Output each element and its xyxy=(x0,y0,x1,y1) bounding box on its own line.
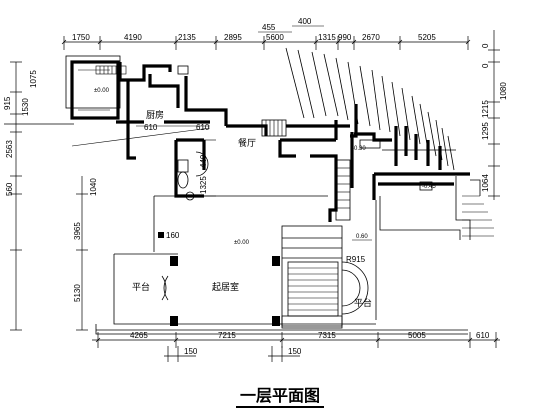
lbl-610-b: 610 xyxy=(196,123,210,132)
dim-top-3: 2895 xyxy=(224,33,242,42)
lbl-radius: R915 xyxy=(346,255,366,264)
room-terrace-left: 平台 xyxy=(132,281,150,293)
room-kitchen: 厨房 xyxy=(146,109,164,121)
elev-kitchen: ±0.00 xyxy=(94,88,110,94)
dim-left-6: 5130 xyxy=(73,284,82,302)
dim-bottom-1: 7215 xyxy=(218,331,236,340)
dim-top-7: 2670 xyxy=(362,33,380,42)
elev-e4: -0.45 xyxy=(422,184,436,190)
dim-left-2: 1530 xyxy=(21,98,30,116)
lbl-610-a: 610 xyxy=(144,123,158,132)
dim-top-4: 5600 xyxy=(266,33,284,42)
dim-top-0: 1750 xyxy=(72,33,90,42)
lbl-440: 440 xyxy=(199,154,208,168)
drawing-title-text: 一层平面图 xyxy=(235,386,324,408)
dim-left-3: 2563 xyxy=(5,140,14,158)
right-dimension-line: 0 0 1080 1215 1295 1064 xyxy=(481,30,508,200)
dim-bottom-3: 5005 xyxy=(408,331,426,340)
living-block: 160 平台 起居室 平台 xyxy=(95,195,468,335)
dim-bottom-small-0: 150 xyxy=(184,347,198,356)
dim-left-1: 915 xyxy=(3,96,12,110)
dim-right-4: 1295 xyxy=(481,122,490,140)
bottom-dimension-line: 4265 7215 7315 5005 610 150 150 xyxy=(92,331,500,362)
lbl-1040: 1040 xyxy=(89,178,98,196)
dim-top-5: 1315 xyxy=(318,33,336,42)
dim-bottom-4: 610 xyxy=(476,331,490,340)
elev-e3: ±0.00 xyxy=(234,240,250,246)
dim-right-2: 1080 xyxy=(499,82,508,100)
section-line xyxy=(71,127,211,147)
dim-left-0: 1075 xyxy=(29,70,38,88)
room-dining: 餐厅 xyxy=(238,137,256,149)
drawing-title: 一层平面图 xyxy=(0,382,560,408)
lbl-1325: 1325 xyxy=(199,176,208,194)
dim-top-extra-455: 455 xyxy=(262,23,276,32)
dining-block: 餐厅 -0.45 xyxy=(226,104,494,246)
elev-e2: -0.30 xyxy=(352,146,366,152)
dim-top-6: 990 xyxy=(338,33,352,42)
dim-bottom-2: 7315 xyxy=(318,331,336,340)
dim-right-1: 0 xyxy=(481,63,490,68)
lbl-160: 160 xyxy=(166,231,180,240)
dim-bottom-0: 4265 xyxy=(130,331,148,340)
dim-top-2: 2135 xyxy=(178,33,196,42)
top-dimension-line: 1750 4190 2135 2895 5600 1315 990 2670 5… xyxy=(61,17,471,50)
room-living: 起居室 xyxy=(212,281,239,293)
elev-e5: 0.60 xyxy=(356,234,368,240)
dim-left-4: 560 xyxy=(5,182,14,196)
dim-bottom-small-1: 150 xyxy=(288,347,302,356)
kitchen-block: 厨房 ±0.00 610 610 xyxy=(65,55,228,160)
dim-left-5: 3965 xyxy=(73,222,82,240)
dim-right-3: 1215 xyxy=(481,100,490,118)
entrance-stair: R915 xyxy=(281,225,369,329)
left-dimension-line: 1075 915 1530 2563 560 3965 5130 xyxy=(3,61,88,331)
dim-right-0: 0 xyxy=(481,43,490,48)
dim-top-extra-400: 400 xyxy=(298,17,312,26)
dim-top-1: 4190 xyxy=(124,33,142,42)
dim-right-5: 1064 xyxy=(481,174,490,192)
wc-block: 440 1325 1040 xyxy=(89,138,216,201)
dim-top-8: 5205 xyxy=(418,33,436,42)
